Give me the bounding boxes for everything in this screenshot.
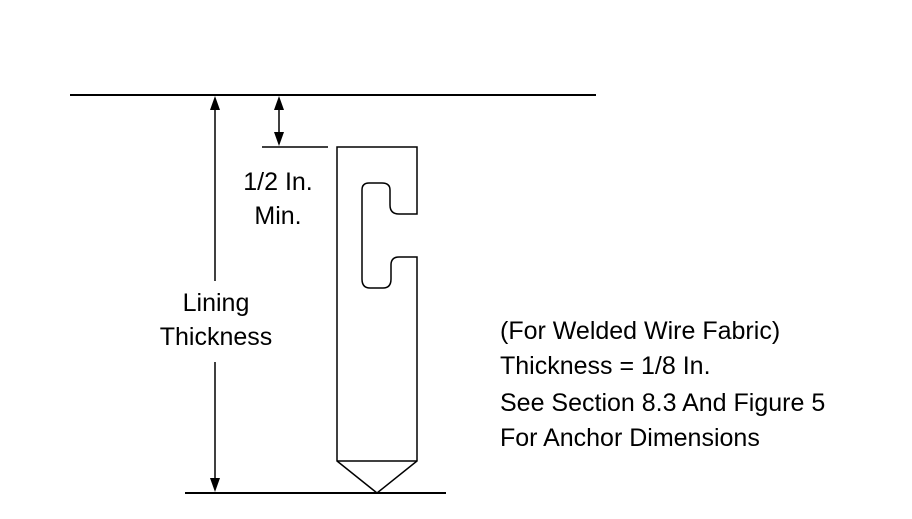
lining-thickness-top-arrowhead	[210, 96, 220, 110]
note-line-4: For Anchor Dimensions	[500, 424, 760, 452]
lining-thickness-label-line1: Lining	[182, 289, 250, 317]
lining-thickness-bottom-arrowhead	[210, 478, 220, 492]
note-line-3: See Section 8.3 And Figure 5	[500, 389, 826, 417]
min-distance-label-line1: 1/2 In.	[243, 168, 313, 196]
lining-thickness-label-line2: Thickness	[159, 323, 273, 351]
min-distance-top-arrowhead	[274, 96, 284, 110]
anchor-outline	[336, 146, 418, 494]
note-line-2: Thickness = 1/8 In.	[500, 352, 711, 380]
note-line-1: (For Welded Wire Fabric)	[500, 317, 781, 345]
min-distance-bottom-arrowhead	[274, 132, 284, 146]
min-distance-label-line2: Min.	[254, 202, 302, 230]
